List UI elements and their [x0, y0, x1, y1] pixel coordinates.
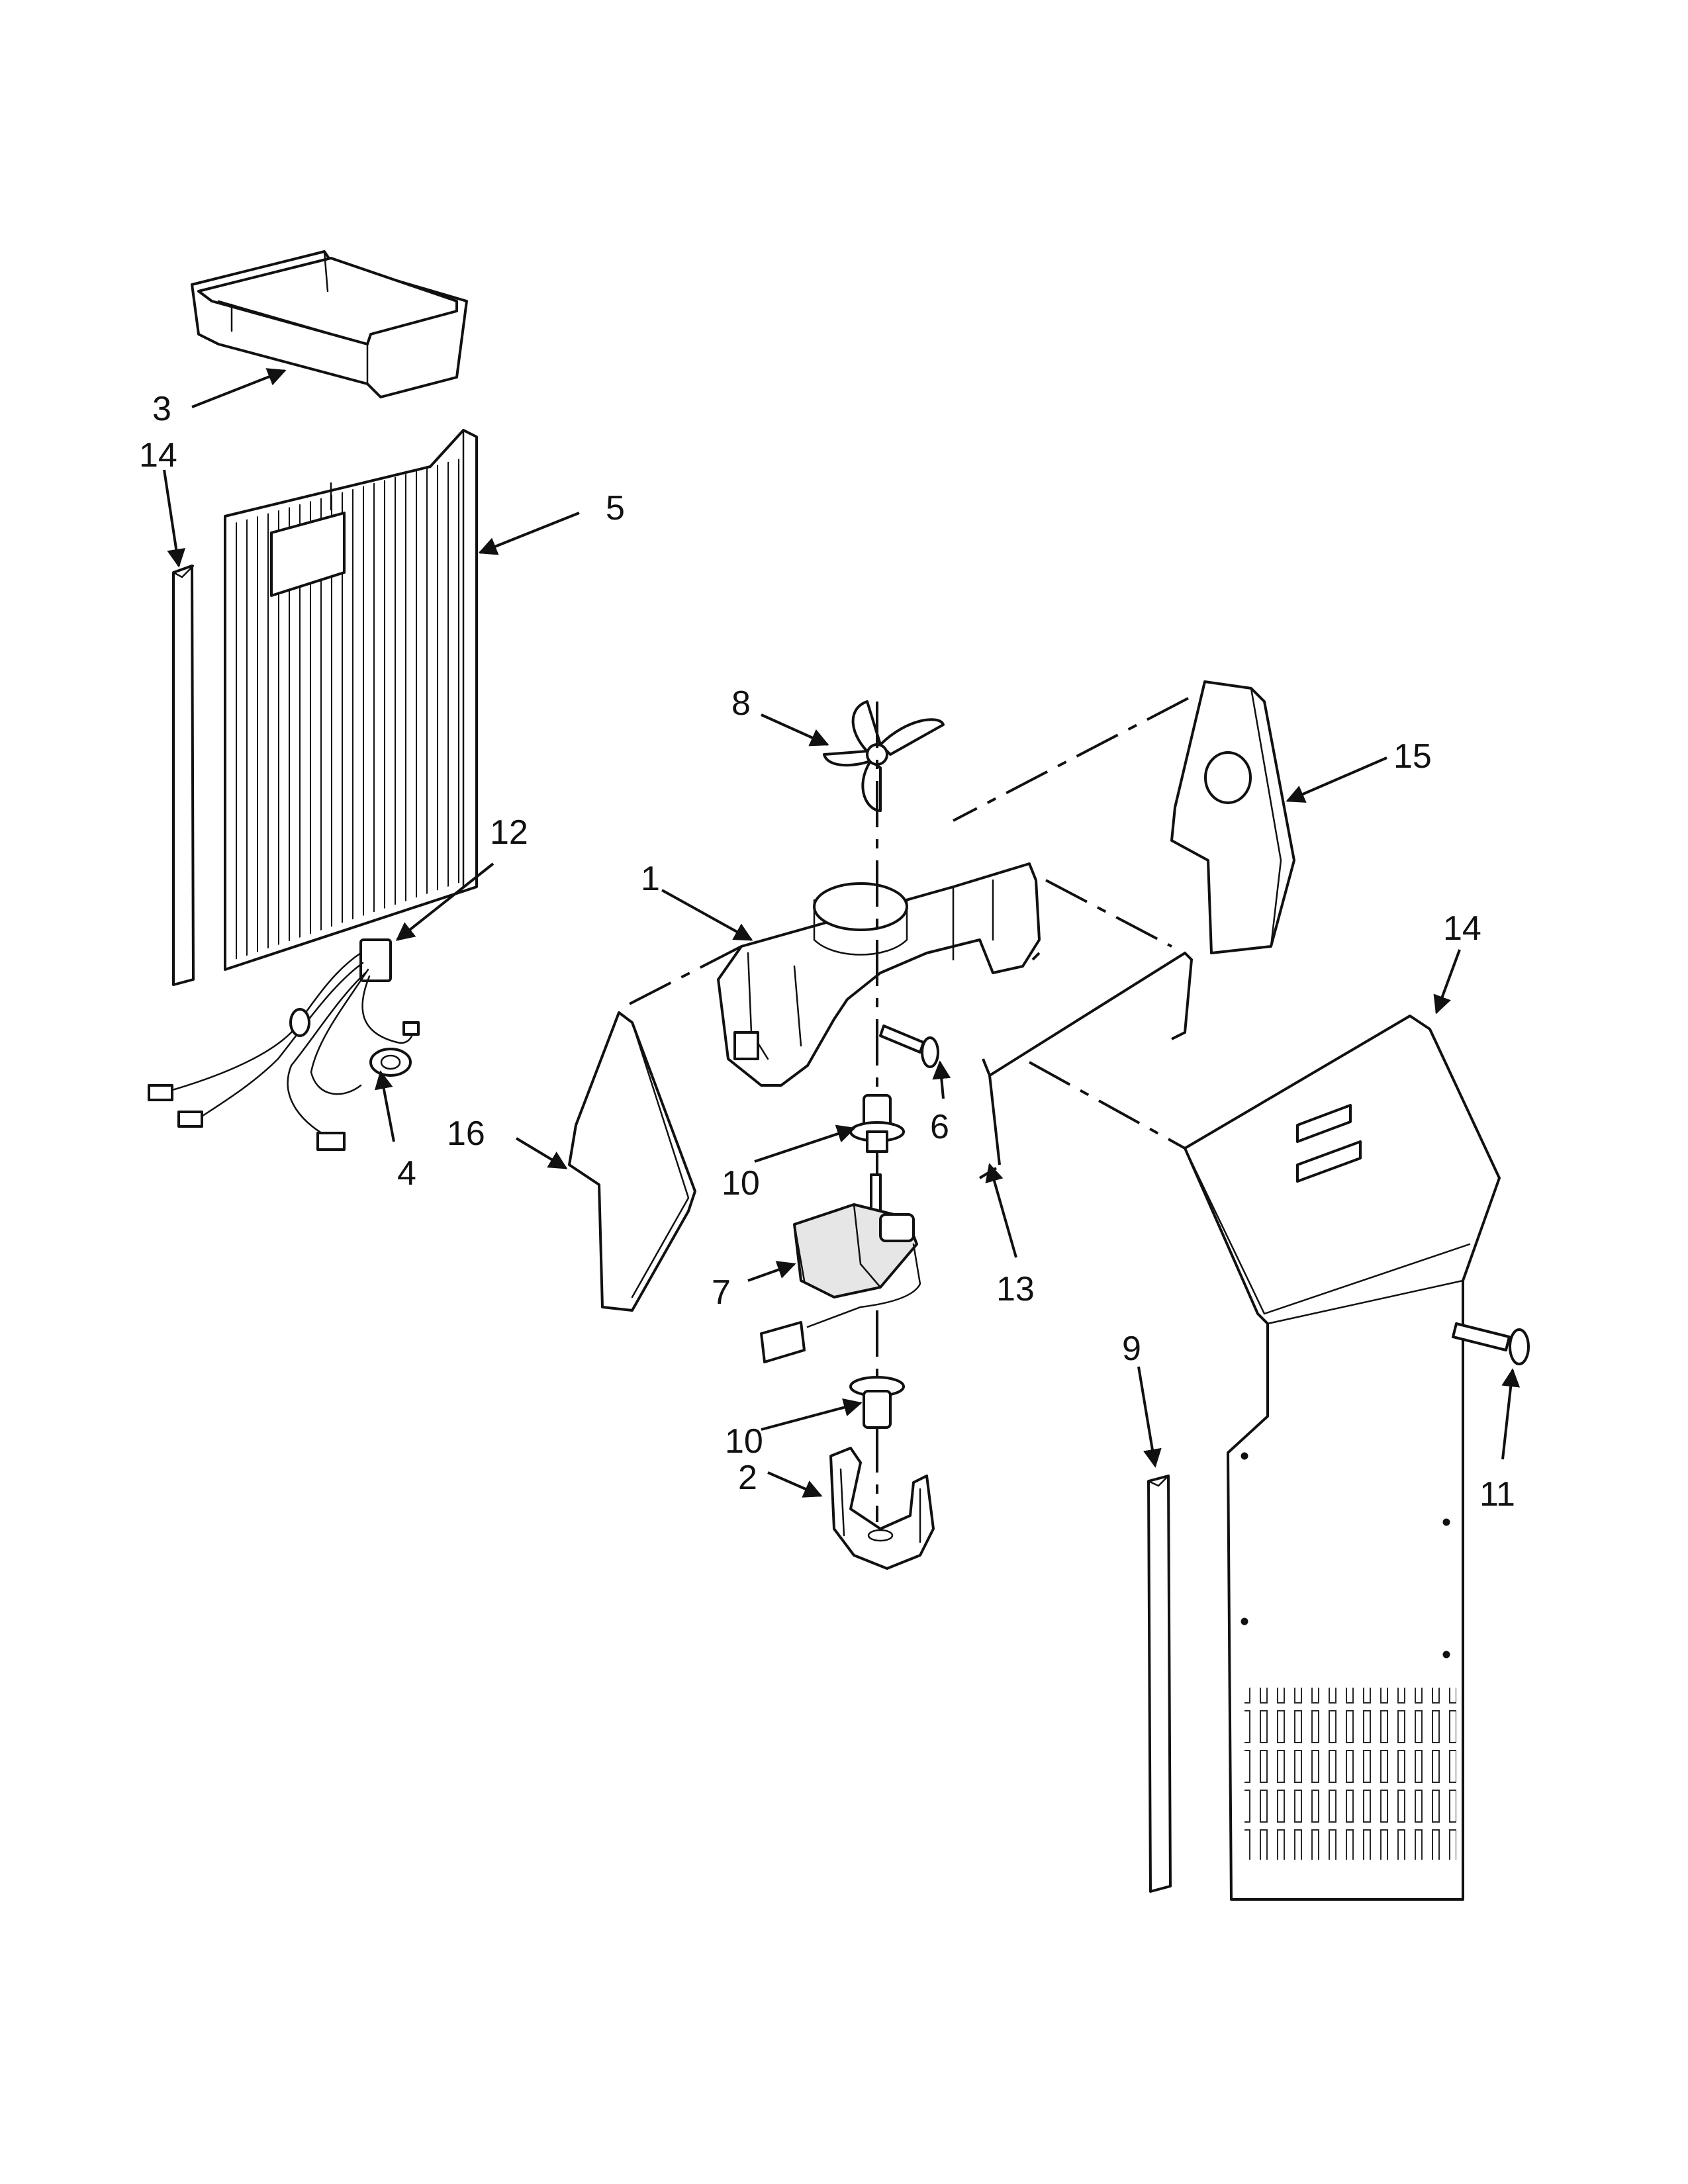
part-10-lower-grommet [849, 1376, 905, 1429]
callout-15: 14 [1443, 909, 1481, 948]
callout-7: 7 [712, 1273, 731, 1312]
part-14-foam-strip [172, 565, 195, 986]
callout-14: 14 [139, 436, 177, 475]
part-7-fan-motor [760, 1173, 921, 1363]
part-5-evaporator-cover [224, 429, 478, 971]
callout-2: 2 [738, 1459, 757, 1497]
part-16-side-cover [1170, 680, 1295, 954]
part-2-motor-bracket [829, 1447, 935, 1570]
part-11-screw [1452, 1322, 1530, 1365]
part-3-air-deflector [191, 250, 468, 398]
callout-labels: 3 14 5 12 4 1 8 6 10 7 13 15 14 16 9 10 … [139, 390, 1515, 1514]
callout-13: 13 [996, 1270, 1035, 1308]
part-13-wire-retainer [978, 951, 1194, 1179]
callout-9: 9 [1122, 1330, 1141, 1368]
part-8-fan-blade [823, 700, 945, 812]
part-17-side-cover [568, 1011, 696, 1312]
callout-1: 1 [641, 860, 660, 898]
part-9-foam-strip [1147, 1475, 1172, 1893]
callout-16: 15 [1393, 737, 1432, 776]
part-6-screw [879, 1024, 939, 1068]
callout-12: 12 [490, 813, 528, 852]
callout-10-upper: 10 [722, 1164, 760, 1203]
part-1-fan-housing [717, 862, 1041, 1087]
callout-3: 3 [152, 390, 171, 428]
callout-5: 5 [606, 489, 625, 527]
leader-lines [163, 368, 1521, 1498]
part-10-upper-grommet [849, 1094, 905, 1153]
callout-11: 11 [1479, 1475, 1515, 1514]
part-4-thermistor [369, 1048, 412, 1077]
callout-6: 6 [930, 1108, 949, 1146]
assembly-lines [625, 697, 1189, 1522]
callout-10-lower: 10 [725, 1422, 763, 1461]
part-12-wire-harness [148, 938, 420, 1151]
callout-4: 4 [397, 1154, 416, 1193]
callout-17: 16 [447, 1115, 485, 1153]
callout-8: 8 [731, 684, 751, 723]
part-15-rear-panel [1184, 1015, 1501, 1901]
